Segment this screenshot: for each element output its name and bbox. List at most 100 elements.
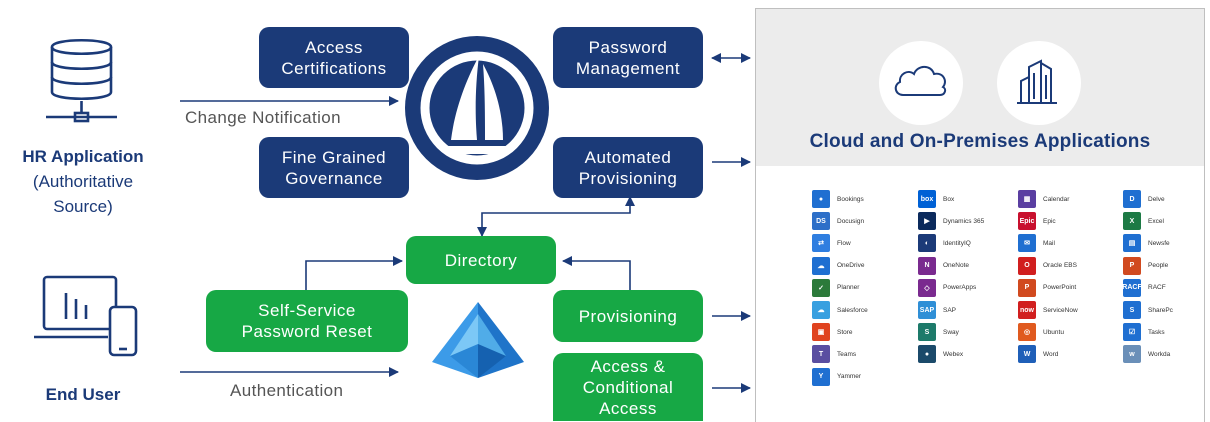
app-icon: W xyxy=(1018,345,1036,364)
app-item: X Excel xyxy=(1123,212,1164,231)
directory-provisioning-link xyxy=(477,196,635,237)
app-icon: ☁ xyxy=(812,256,830,275)
app-name: RACF xyxy=(1148,284,1166,292)
app-item: ◎ Ubuntu xyxy=(1018,323,1064,342)
self-service-to-directory-arrow xyxy=(305,256,403,290)
app-icon: ● xyxy=(918,345,936,364)
app-icon: ◎ xyxy=(1018,323,1036,342)
app-icon: ☑ xyxy=(1123,323,1141,342)
app-name: Ubuntu xyxy=(1043,328,1064,336)
app-name: Box xyxy=(943,195,955,203)
fine-grained-governance-box: Fine Grained Governance xyxy=(259,137,409,198)
app-name: Teams xyxy=(837,350,857,358)
app-icon: ✓ xyxy=(812,278,830,297)
app-item: ◇PowerApps xyxy=(918,278,977,297)
app-icon: ⇄ xyxy=(812,234,830,253)
app-name: Delve xyxy=(1148,195,1165,203)
app-icon: O xyxy=(1018,256,1036,275)
app-icon: X xyxy=(1123,212,1141,231)
hr-application-subtitle: (Authoritative Source) xyxy=(32,172,134,216)
app-item: ✉ Mail xyxy=(1018,234,1055,253)
password-management-box: Password Management xyxy=(553,27,703,88)
app-name: SAP xyxy=(943,306,957,314)
app-icon: ◐ xyxy=(918,234,936,253)
authentication-label: Authentication xyxy=(230,381,344,400)
app-item: ⇄ Flow xyxy=(812,234,851,253)
buildings-icon-circle xyxy=(997,41,1081,125)
provisioning-box: Provisioning xyxy=(553,290,703,342)
app-icon: ✉ xyxy=(1018,234,1036,253)
app-item: ☑ Tasks xyxy=(1123,323,1165,342)
app-icon: N xyxy=(918,256,936,275)
app-name: Planner xyxy=(837,284,860,292)
computer-and-phone-icon xyxy=(34,275,138,357)
app-name: IdentityIQ xyxy=(943,239,971,247)
app-name: Bookings xyxy=(837,195,864,203)
cloud-icon-circle xyxy=(879,41,963,125)
app-icon: ▤ xyxy=(1123,234,1141,253)
app-item: ▦Calendar xyxy=(1018,190,1069,208)
end-user-title: End User xyxy=(45,385,121,404)
app-item: SAP SAP xyxy=(918,301,956,319)
app-name: Flow xyxy=(837,239,851,247)
change-notification-label: Change Notification xyxy=(185,108,341,127)
app-icon: ☁ xyxy=(812,301,830,319)
app-item: D Delve xyxy=(1123,190,1165,208)
applications-panel: Cloud and On-Premises Applications ●Book… xyxy=(755,8,1205,422)
hr-application-title: HR Application xyxy=(22,147,144,166)
app-name: Workda xyxy=(1148,350,1171,358)
buildings-icon xyxy=(1017,59,1057,104)
app-item: ✓ Planner xyxy=(812,278,860,297)
access-conditional-access-box: Access & Conditional Access xyxy=(553,353,703,421)
app-name: ServiceNow xyxy=(1043,306,1078,314)
app-name: Yammer xyxy=(837,373,862,381)
app-item: ▣ Store xyxy=(812,323,853,342)
app-name: OneDrive xyxy=(837,262,865,270)
app-name: Mail xyxy=(1043,239,1055,247)
azure-active-directory-icon xyxy=(432,302,524,378)
app-icon: D xyxy=(1123,190,1141,208)
app-icon: SAP xyxy=(918,301,936,319)
app-icon: Epic xyxy=(1018,212,1036,231)
app-name: Docusign xyxy=(837,217,865,225)
app-icon: T xyxy=(812,345,830,364)
app-name: Tasks xyxy=(1148,328,1165,336)
app-item: ●Bookings xyxy=(812,190,864,208)
app-icon: box xyxy=(918,190,936,208)
app-name: Newsfe xyxy=(1148,239,1170,247)
applications-panel-title: Cloud and On-Premises Applications xyxy=(809,131,1151,152)
app-name: Salesforce xyxy=(837,306,868,314)
app-item: ▤ Newsfe xyxy=(1123,234,1170,253)
app-icon: P xyxy=(1123,256,1141,275)
app-item: ☁ Salesforce xyxy=(812,301,868,319)
cloud-icon xyxy=(894,65,947,96)
app-item: ● Webex xyxy=(918,345,964,364)
app-icon: ▶ xyxy=(918,212,936,231)
app-name: Store xyxy=(837,328,853,336)
app-name: PowerApps xyxy=(943,284,977,292)
app-icon: ▣ xyxy=(812,323,830,342)
app-name: Excel xyxy=(1148,217,1164,225)
app-icon: Y xyxy=(812,367,830,386)
provisioning-to-directory-arrow xyxy=(562,256,631,290)
app-item: ◐ IdentityIQ xyxy=(918,234,971,253)
app-name: Webex xyxy=(943,350,964,358)
app-name: Sway xyxy=(943,328,959,336)
app-icon: ▦ xyxy=(1018,190,1036,208)
automated-provisioning-box: Automated Provisioning xyxy=(553,137,703,198)
sailpoint-logo-icon xyxy=(405,36,549,180)
app-item: ▶Dynamics 365 xyxy=(918,212,984,231)
database-server-icon xyxy=(46,39,117,123)
